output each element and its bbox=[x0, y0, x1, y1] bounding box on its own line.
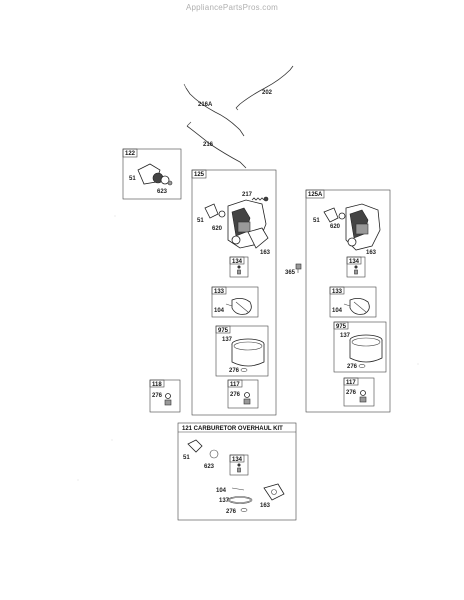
callout-104-d: 104 bbox=[216, 488, 227, 494]
callout-623: 623 bbox=[157, 189, 168, 195]
callout-137-d: 137 bbox=[219, 498, 230, 504]
box-117-b bbox=[343, 377, 375, 407]
spring-217[interactable] bbox=[251, 196, 269, 202]
box-133-a bbox=[211, 286, 259, 318]
box-117-a bbox=[227, 379, 259, 409]
callout-620-b: 620 bbox=[330, 224, 341, 230]
box-125-label: 125 bbox=[194, 172, 205, 178]
callout-217: 217 bbox=[242, 192, 253, 198]
callout-216A: 216A bbox=[198, 102, 213, 108]
box-975-a bbox=[215, 325, 269, 377]
box-125A bbox=[305, 189, 391, 413]
box-121 bbox=[177, 422, 297, 521]
box-122 bbox=[122, 148, 182, 200]
box-125-tag bbox=[191, 169, 207, 179]
rod-216A[interactable] bbox=[183, 83, 245, 137]
callout-620: 620 bbox=[212, 226, 223, 232]
callout-276-a: 276 bbox=[229, 368, 240, 374]
box-133-b bbox=[329, 286, 377, 318]
callout-276-b: 276 bbox=[230, 392, 241, 398]
box-117-a-tag bbox=[227, 379, 243, 388]
box-134-a-tag bbox=[229, 256, 245, 265]
rod-202[interactable] bbox=[235, 65, 294, 111]
callout-623-d: 623 bbox=[204, 464, 215, 470]
kit-washer-276[interactable] bbox=[240, 508, 248, 512]
box-117-a-label: 117 bbox=[230, 382, 240, 388]
kit-gasket-51[interactable] bbox=[187, 439, 203, 453]
box-975-a-label: 975 bbox=[218, 328, 229, 334]
callout-137-b: 137 bbox=[340, 333, 351, 339]
callout-163-a: 163 bbox=[260, 250, 271, 256]
callout-216: 216 bbox=[203, 142, 214, 148]
callout-276-f: 276 bbox=[226, 509, 237, 515]
box-118-label: 118 bbox=[152, 382, 162, 388]
bowl-nut-a[interactable] bbox=[243, 392, 251, 405]
box-134-b-tag bbox=[346, 256, 362, 265]
box-118-tag bbox=[149, 379, 165, 388]
float-part-a[interactable] bbox=[225, 298, 252, 315]
kit-gasket-137[interactable] bbox=[227, 496, 253, 504]
screw-365[interactable] bbox=[295, 263, 302, 273]
bowl-nut-118[interactable] bbox=[164, 393, 172, 406]
carburetor-body[interactable] bbox=[204, 199, 269, 249]
kit-pin-104[interactable] bbox=[231, 487, 245, 491]
kit-gasket-163[interactable] bbox=[263, 483, 285, 501]
rod-216[interactable] bbox=[186, 121, 247, 169]
box-117-b-tag bbox=[343, 377, 359, 386]
callout-276-d: 276 bbox=[346, 390, 357, 396]
callout-365: 365 bbox=[285, 270, 296, 276]
needle-part-c[interactable] bbox=[237, 463, 241, 473]
box-122-tag bbox=[122, 148, 138, 158]
callout-51-b: 51 bbox=[197, 218, 204, 224]
box-975-a-tag bbox=[215, 325, 231, 334]
needle-part-a[interactable] bbox=[237, 265, 241, 275]
box-975-b bbox=[333, 321, 387, 373]
gasket-276-c[interactable] bbox=[358, 364, 366, 368]
kit-oring-623[interactable] bbox=[209, 449, 219, 459]
box-134-a-label: 134 bbox=[232, 259, 243, 265]
box-975-b-label: 975 bbox=[336, 324, 347, 330]
box-133-b-tag bbox=[329, 286, 345, 295]
box-117-b-label: 117 bbox=[346, 380, 356, 386]
callout-51-d: 51 bbox=[183, 455, 190, 461]
needle-part-b[interactable] bbox=[354, 265, 358, 275]
box-133-b-label: 133 bbox=[332, 289, 343, 295]
callout-137-a: 137 bbox=[222, 337, 233, 343]
float-bowl-b[interactable] bbox=[349, 334, 383, 363]
callout-163-b: 163 bbox=[366, 250, 377, 256]
box-133-a-tag bbox=[211, 286, 227, 295]
box-125 bbox=[191, 169, 277, 416]
callout-51-a: 51 bbox=[129, 176, 136, 182]
callout-104-b: 104 bbox=[332, 308, 343, 314]
box-134-c-label: 134 bbox=[232, 457, 243, 463]
callout-276-e: 276 bbox=[152, 393, 163, 399]
carburetor-body-125A[interactable] bbox=[323, 203, 381, 251]
callout-51-c: 51 bbox=[313, 218, 320, 224]
callout-163-c: 163 bbox=[260, 503, 271, 509]
callout-104-a: 104 bbox=[214, 308, 225, 314]
box-134-c-tag bbox=[229, 454, 245, 463]
box-121-label: 121 CARBURETOR OVERHAUL KIT bbox=[182, 426, 283, 432]
box-134-b-label: 134 bbox=[349, 259, 360, 265]
box-125A-label: 125A bbox=[308, 192, 323, 198]
box-122-label: 122 bbox=[125, 151, 136, 157]
box-975-b-tag bbox=[333, 321, 349, 330]
gasket-276-a[interactable] bbox=[240, 368, 248, 372]
box-118 bbox=[149, 379, 181, 413]
bowl-nut-b[interactable] bbox=[359, 390, 367, 403]
callout-276-c: 276 bbox=[347, 364, 358, 370]
primer-bulb-part[interactable] bbox=[137, 163, 173, 186]
watermark: AppliancePartsPros.com bbox=[186, 3, 278, 12]
scan-specks bbox=[77, 215, 419, 481]
box-133-a-label: 133 bbox=[214, 289, 225, 295]
float-part-b[interactable] bbox=[343, 298, 370, 315]
float-bowl-a[interactable] bbox=[231, 338, 265, 367]
box-125A-tag bbox=[305, 189, 325, 199]
callout-202: 202 bbox=[262, 90, 273, 96]
